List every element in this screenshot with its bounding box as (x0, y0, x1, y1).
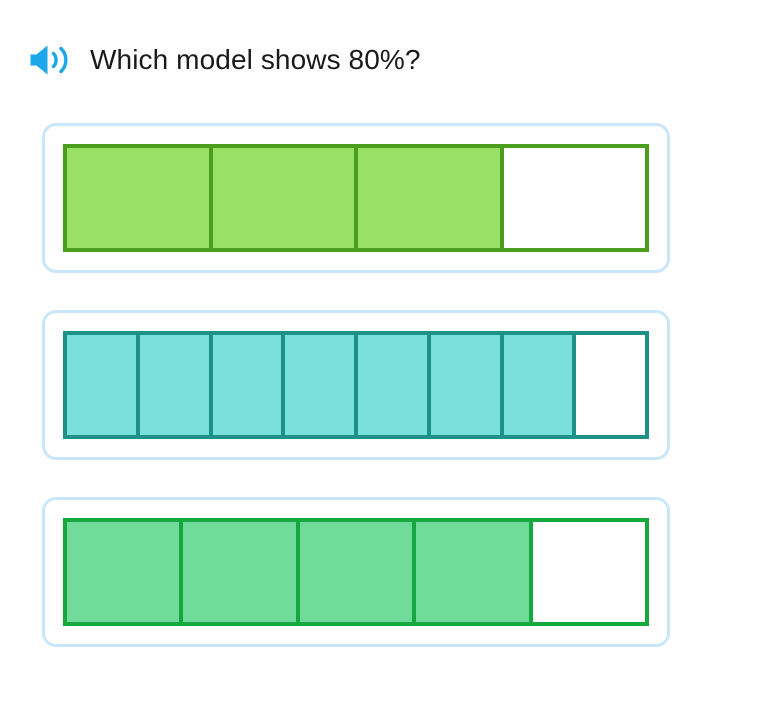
bar-cell (67, 148, 213, 248)
bar-model-option-3[interactable] (42, 497, 670, 647)
question-text: Which model shows 80%? (90, 44, 421, 75)
bar-cell (299, 522, 417, 622)
bar-cell (503, 335, 577, 435)
bar-cell (430, 335, 504, 435)
bar-cell (358, 335, 431, 435)
bar-cell (67, 335, 140, 435)
bar-model-option-2[interactable] (42, 310, 670, 460)
bar-model (63, 331, 649, 439)
bar-cell (183, 522, 300, 622)
bar-cell (358, 148, 504, 248)
speaker-icon[interactable] (28, 40, 74, 80)
bar-cell (212, 148, 358, 248)
bar-cell (533, 522, 645, 622)
bar-model-option-1[interactable] (42, 123, 670, 273)
bar-cell (212, 335, 286, 435)
bar-cell (67, 522, 184, 622)
options-list (42, 123, 670, 684)
question-row: Which model shows 80%? (28, 40, 421, 80)
bar-cell (504, 148, 646, 248)
bar-cell (285, 335, 358, 435)
bar-cell (576, 335, 645, 435)
bar-model (63, 144, 649, 252)
bar-cell (139, 335, 213, 435)
bar-model (63, 518, 649, 626)
bar-cell (416, 522, 533, 622)
